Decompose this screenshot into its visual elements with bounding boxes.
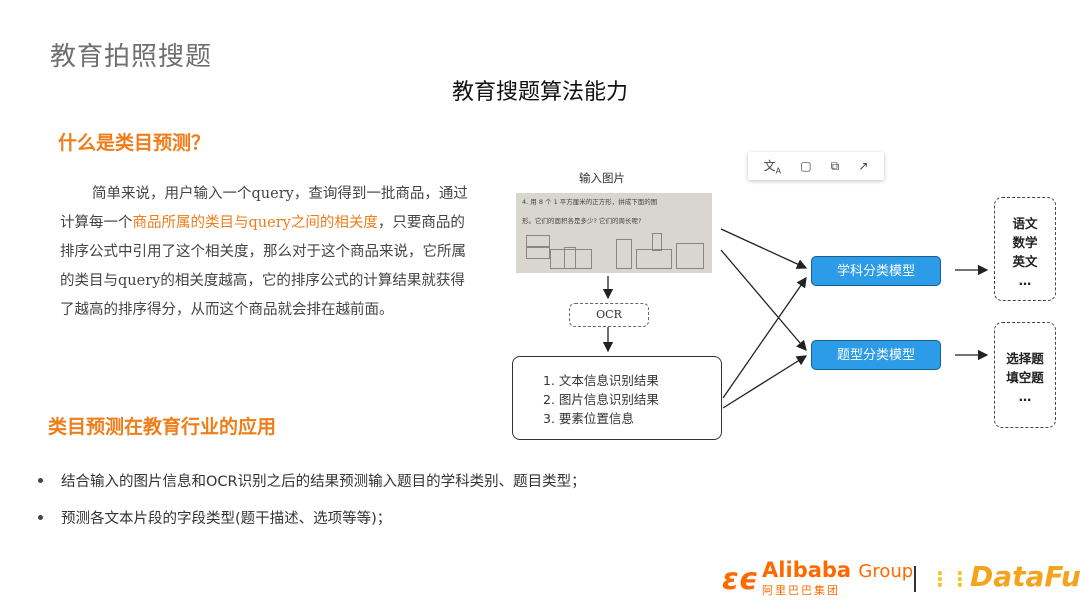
type-classification-model: 题型分类模型 bbox=[811, 340, 941, 370]
arrow-photo-to-type-model bbox=[720, 249, 807, 351]
bullet-dot-icon bbox=[38, 478, 43, 483]
grid-shape bbox=[652, 233, 662, 251]
bullet-item: 预测各文本片段的字段类型(题干描述、选项等等)； bbox=[38, 507, 391, 528]
grid-shape bbox=[676, 243, 704, 269]
subject-output-box: 语文 数学 英文 … bbox=[994, 197, 1056, 301]
arrow-photo-to-subject-model bbox=[720, 228, 808, 269]
input-photo: 4. 用 8 个 1 平方厘米的正方形，拼成下面的图 形。它们的面积各是多少? … bbox=[516, 193, 712, 273]
category-prediction-paragraph: 简单来说，用户输入一个query，查询得到一批商品，通过计算每一个商品所属的类目… bbox=[60, 180, 470, 325]
result-item: 3. 要素位置信息 bbox=[543, 411, 634, 426]
input-image-label: 输入图片 bbox=[579, 171, 625, 185]
para-highlight: 商品所属的类目与query之间的相关度 bbox=[132, 215, 378, 231]
arrow-results-to-subject-model bbox=[722, 276, 807, 399]
floating-toolbar: 文A ▢ ⧉ ↗ bbox=[748, 152, 884, 180]
subject-output-item: … bbox=[1018, 273, 1032, 288]
para-text-after: ，只要商品的排序公式中引用了这个相关度，那么对于这个商品来说，它所属的类目与qu… bbox=[60, 215, 466, 318]
share-icon[interactable]: ↗ bbox=[858, 159, 869, 173]
logo-separator bbox=[914, 566, 916, 592]
alibaba-name: Alibaba bbox=[762, 558, 852, 582]
type-output-item: 选择题 bbox=[1006, 351, 1044, 366]
page-title: 教育拍照搜题 bbox=[50, 42, 213, 72]
alibaba-group: Group bbox=[858, 561, 914, 582]
result-item: 2. 图片信息识别结果 bbox=[543, 392, 659, 407]
subject-output-item: 英文 bbox=[1012, 254, 1038, 269]
grid-shape bbox=[526, 235, 550, 247]
alibaba-mark-icon: εϵ bbox=[722, 561, 759, 597]
type-output-item: … bbox=[1018, 389, 1032, 404]
section-heading-education-application: 类目预测在教育行业的应用 bbox=[48, 416, 277, 438]
arrow-results-to-type-model bbox=[722, 355, 808, 409]
copy-icon[interactable]: ⧉ bbox=[830, 158, 840, 173]
recognition-results-box: 1. 文本信息识别结果 2. 图片信息识别结果 3. 要素位置信息 bbox=[512, 356, 722, 440]
grid-shape bbox=[564, 247, 576, 269]
alibaba-logo: εϵ Alibaba Group 阿里巴巴集团 bbox=[722, 560, 913, 598]
ocr-node: OCR bbox=[569, 303, 649, 327]
type-output-box: 选择题 填空题 … bbox=[994, 322, 1056, 428]
type-output-item: 填空题 bbox=[1006, 370, 1044, 385]
bullet-text: 预测各文本片段的字段类型(题干描述、选项等等)； bbox=[61, 511, 392, 527]
datafun-name: DataFun. bbox=[970, 560, 1080, 593]
bullet-text: 结合输入的图片信息和OCR识别之后的结果预测输入题目的学科类别、题目类型； bbox=[61, 474, 586, 490]
comment-icon[interactable]: ▢ bbox=[800, 159, 812, 173]
section-heading-category-prediction: 什么是类目预测？ bbox=[58, 132, 211, 154]
translate-icon[interactable]: 文A bbox=[763, 158, 782, 176]
photo-text-line: 4. 用 8 个 1 平方厘米的正方形，拼成下面的图 bbox=[522, 198, 658, 206]
para-text-before: 简单来说，用户输入一个query，查询得到一批商品，通过计算每一个 bbox=[60, 186, 468, 231]
datafun-dots-icon: ⋮⋮ bbox=[930, 567, 970, 591]
subject-classification-model: 学科分类模型 bbox=[811, 256, 941, 286]
photo-text-line: 形。它们的面积各是多少? 它们的周长呢? bbox=[522, 217, 642, 225]
grid-shape bbox=[526, 247, 550, 259]
grid-shape bbox=[616, 239, 632, 269]
datafun-logo: ⋮⋮DataFun. bbox=[930, 560, 1080, 593]
subject-output-item: 数学 bbox=[1012, 235, 1038, 250]
center-title: 教育搜题算法能力 bbox=[451, 80, 628, 105]
subject-output-item: 语文 bbox=[1012, 216, 1038, 231]
bullet-item: 结合输入的图片信息和OCR识别之后的结果预测输入题目的学科类别、题目类型； bbox=[38, 470, 586, 491]
result-item: 1. 文本信息识别结果 bbox=[543, 373, 659, 388]
grid-shape bbox=[636, 249, 672, 269]
bullet-dot-icon bbox=[38, 515, 43, 520]
alibaba-cn-name: 阿里巴巴集团 bbox=[762, 584, 841, 597]
